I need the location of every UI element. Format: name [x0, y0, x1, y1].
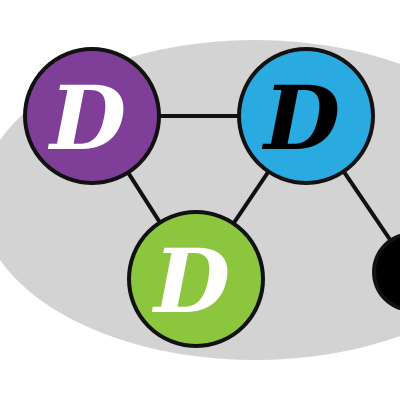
- node-purple-circle: [23, 47, 161, 185]
- node-green-circle: [127, 210, 265, 348]
- node-blue[interactable]: D: [237, 47, 375, 185]
- node-purple-label: D: [47, 66, 126, 170]
- node-blue-circle: [237, 47, 375, 185]
- node-green[interactable]: D: [127, 210, 265, 348]
- node-layer: D D D: [23, 47, 400, 348]
- node-purple[interactable]: D: [23, 47, 161, 185]
- node-black-circle: [372, 233, 400, 311]
- node-blue-label: D: [261, 66, 340, 170]
- node-green-label: D: [151, 229, 230, 333]
- node-black[interactable]: [372, 233, 400, 311]
